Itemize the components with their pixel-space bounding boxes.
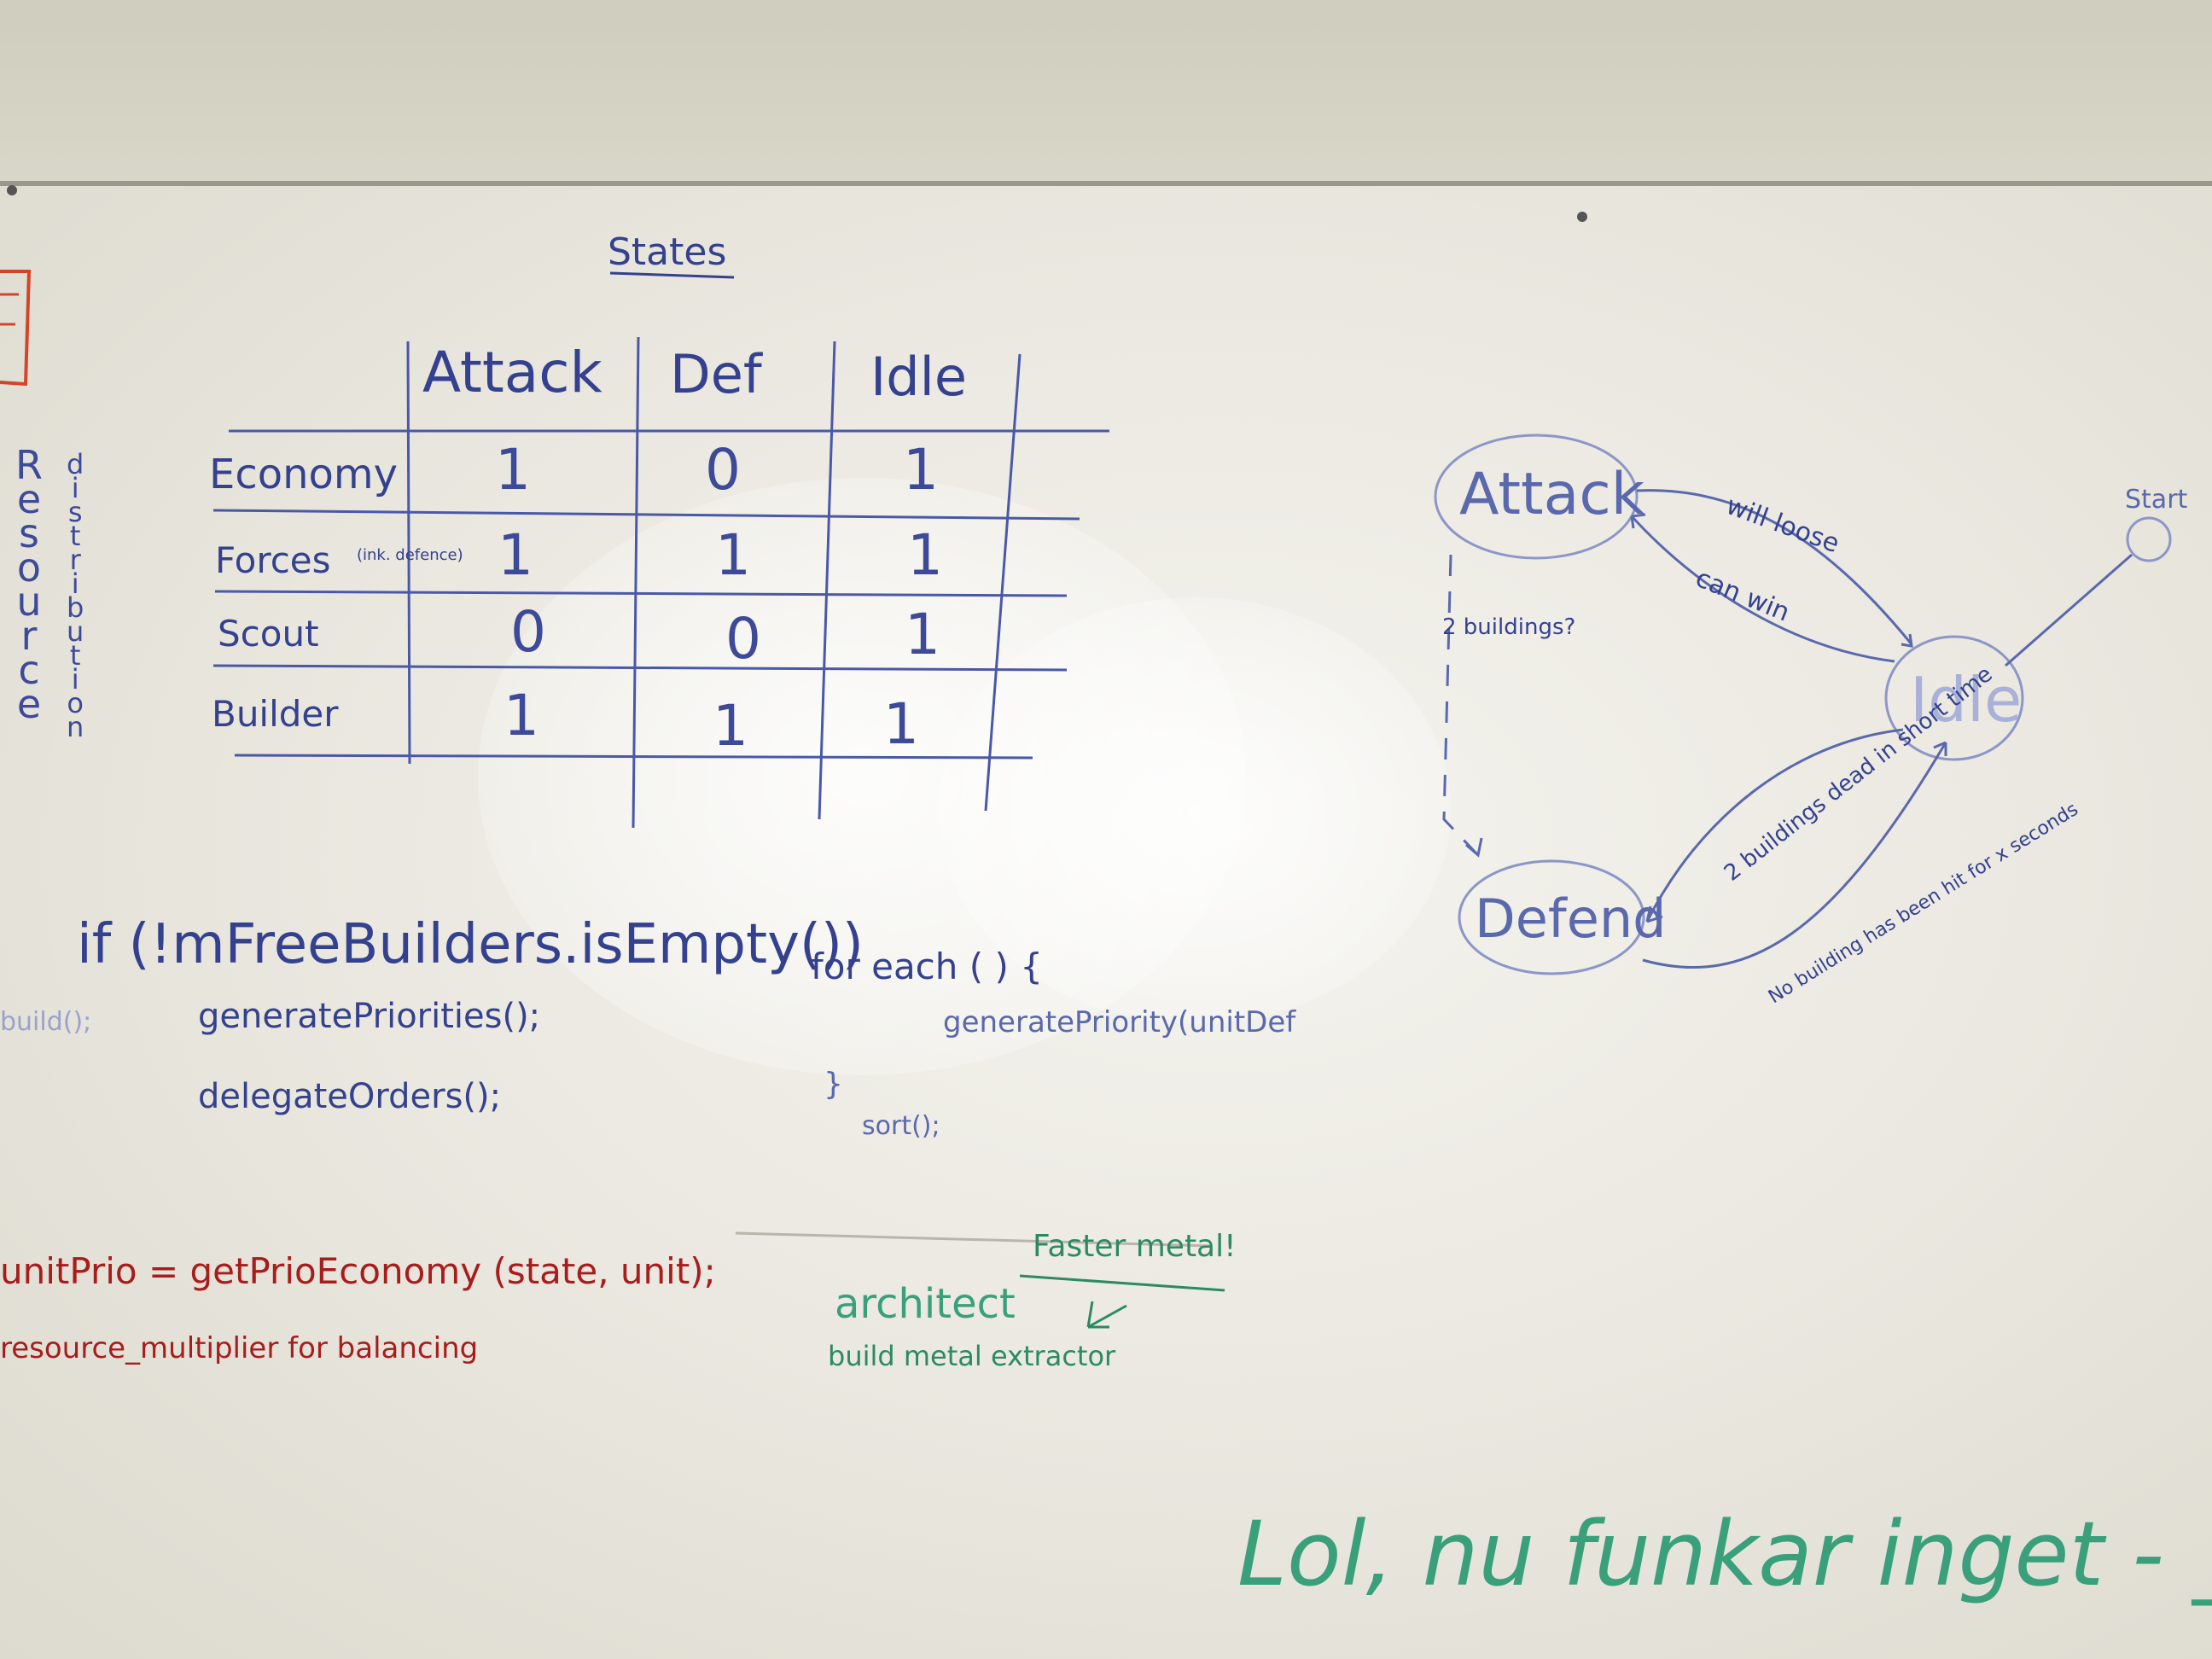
cell-forces-idle: 1 — [907, 522, 943, 588]
state-defend: Defend — [1475, 888, 1667, 950]
side-label-letter: i — [71, 568, 79, 600]
red-note-multiplier: resource_multiplier for balancing — [0, 1331, 479, 1365]
red-box-lines — [0, 293, 19, 326]
code-generate-priority: generatePriority(unitDef — [943, 1005, 1296, 1039]
faint-line — [735, 1231, 1213, 1248]
cell-scout-idle: 1 — [905, 602, 940, 667]
green-lines — [1019, 1274, 1225, 1329]
column-header-def: Def — [670, 343, 762, 405]
side-label-letter: r — [20, 613, 38, 659]
row-label-forces: Forces — [215, 539, 331, 581]
code-delegate-orders: delegateOrders(); — [198, 1077, 502, 1116]
side-label-letter: u — [16, 579, 42, 625]
green-note-faster-metal: Faster metal! — [1033, 1229, 1237, 1264]
cell-economy-def: 0 — [705, 437, 741, 503]
cell-economy-idle: 1 — [903, 437, 939, 503]
table-grid — [212, 336, 1109, 829]
code-close-brace: } — [824, 1067, 843, 1102]
cell-scout-def: 0 — [725, 606, 761, 672]
side-label-letter: n — [67, 711, 84, 743]
code-edge-text: build(); — [0, 1007, 92, 1037]
side-label-letter: o — [16, 544, 42, 591]
whiteboard-rail — [0, 181, 2212, 186]
green-note-build-extractor: build metal extractor — [828, 1340, 1116, 1372]
cell-forces-attack: 1 — [498, 522, 533, 588]
row-label-scout: Scout — [218, 613, 319, 655]
wall — [0, 0, 2212, 183]
cell-forces-def: 1 — [715, 522, 751, 588]
side-label-letter: s — [19, 510, 39, 556]
state-attack: Attack — [1459, 461, 1645, 528]
code-generate-priorities: generatePriorities(); — [198, 997, 541, 1036]
cell-builder-idle: 1 — [883, 691, 919, 757]
side-label-letter: s — [67, 496, 83, 528]
title-underline — [609, 271, 735, 279]
red-box — [0, 270, 32, 387]
side-label-letter: b — [67, 591, 84, 624]
table-title: States — [608, 230, 727, 274]
side-label-letter: R — [15, 442, 43, 488]
cell-scout-attack: 0 — [510, 599, 546, 665]
side-label-letter: t — [69, 639, 81, 672]
row-label-builder: Builder — [212, 693, 339, 735]
cell-builder-def: 1 — [713, 693, 748, 759]
column-header-attack: Attack — [422, 340, 602, 405]
code-sort: sort(); — [862, 1111, 940, 1141]
side-label-letter: o — [67, 687, 84, 719]
transition-arrows — [1442, 489, 2133, 969]
pin — [7, 185, 17, 195]
green-note-architect: architect — [835, 1280, 1016, 1328]
code-for-each: for each ( ) { — [811, 946, 1043, 987]
start-label: Start — [2125, 485, 2188, 515]
side-label-letter: u — [67, 615, 84, 648]
side-label-letter: r — [69, 544, 81, 576]
code-if-line: if (!mFreeBuilders.isEmpty()) — [77, 913, 864, 976]
side-label-letter: c — [18, 647, 40, 693]
row-label-economy: Economy — [209, 451, 399, 498]
cell-builder-attack: 1 — [504, 683, 539, 748]
green-note-bottom: Lol, nu funkar inget - _ - — [1237, 1502, 2212, 1606]
transition-2-buildings: 2 buildings? — [1442, 614, 1576, 640]
pin — [1577, 212, 1587, 222]
side-label-letter: t — [69, 520, 81, 552]
red-note-unitprio: unitPrio = getPrioEconomy (state, unit); — [0, 1250, 716, 1292]
row-label-forces-note: (ink. defence) — [357, 546, 463, 564]
side-label-letter: e — [16, 476, 42, 522]
state-idle: Idle — [1910, 664, 2023, 736]
state-circles — [1434, 434, 2172, 975]
side-label-letter: i — [71, 472, 79, 504]
side-label-letter: e — [16, 681, 42, 727]
side-label-letter: i — [71, 663, 79, 696]
side-label-letter: d — [67, 448, 84, 480]
column-header-idle: Idle — [870, 346, 968, 408]
cell-economy-attack: 1 — [495, 437, 531, 503]
